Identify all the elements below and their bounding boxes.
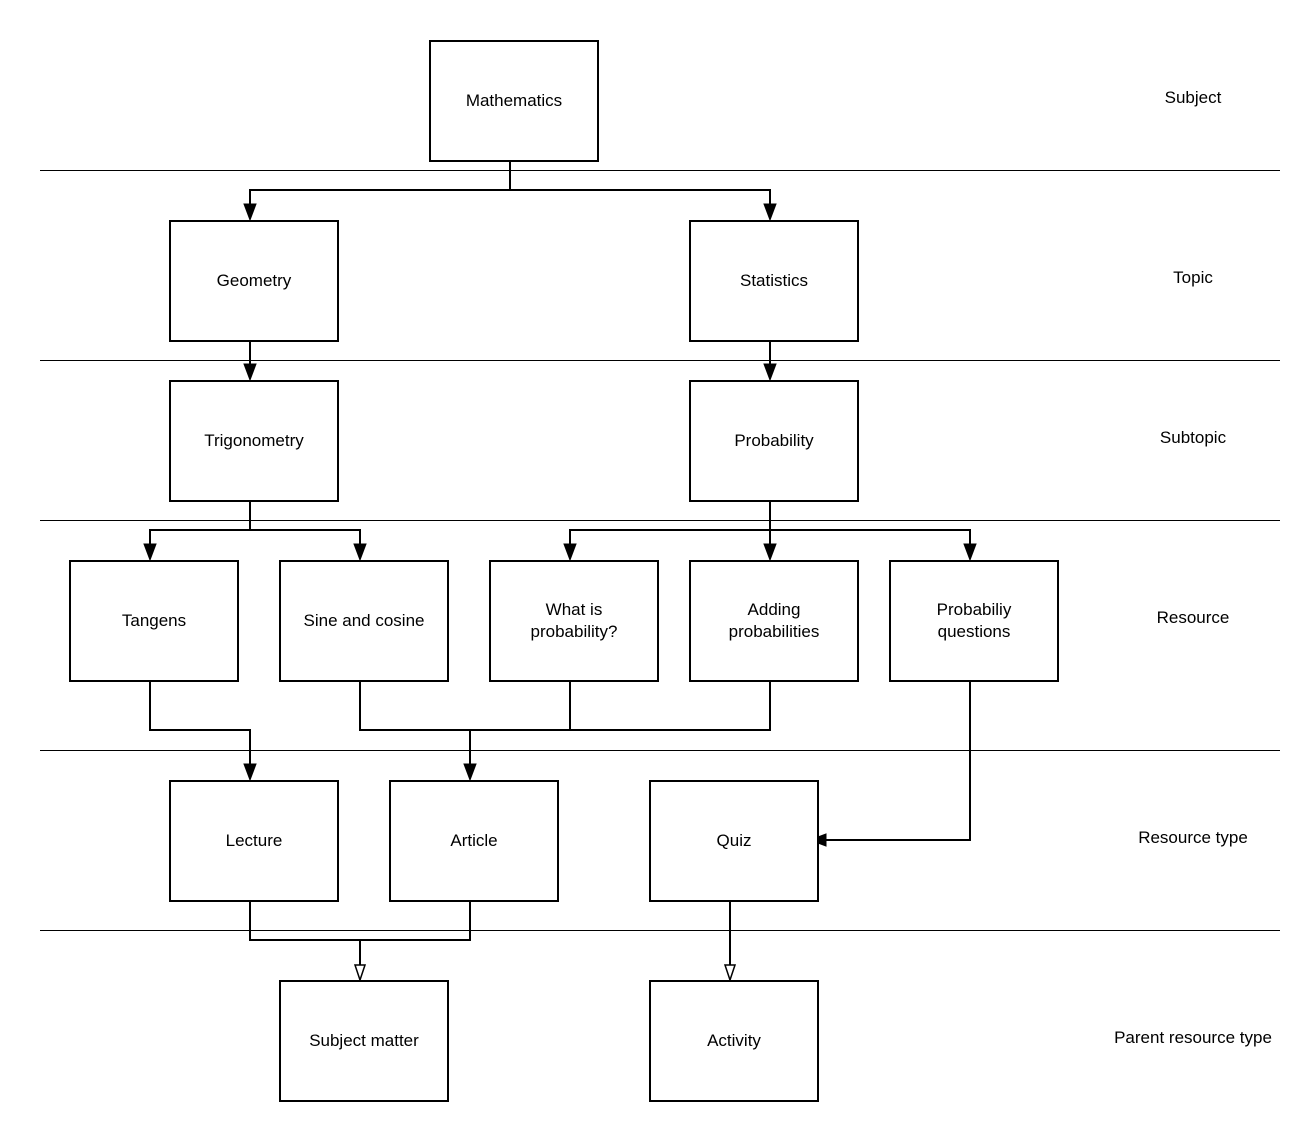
node-probability: Probability	[689, 380, 859, 502]
edge-mathematics-geometry	[249, 160, 511, 205]
node-probabiliy-questions: Probabiliy questions	[889, 560, 1059, 682]
node-label: Statistics	[739, 271, 809, 290]
node-label: Article	[450, 831, 498, 850]
arrowhead-hollow	[353, 964, 367, 983]
level-label-parent-resource-type: Parent resource type	[1114, 1028, 1272, 1047]
level-separator	[40, 930, 1280, 931]
edge-sine-cosine-article	[359, 680, 771, 731]
arrowhead	[963, 543, 977, 562]
node-label: Quiz	[716, 831, 752, 850]
arrowhead	[243, 763, 257, 782]
node-trigonometry: Trigonometry	[169, 380, 339, 502]
node-mathematics: Mathematics	[429, 40, 599, 162]
node-lecture: Lecture	[169, 780, 339, 902]
edge-questions-quiz	[826, 680, 971, 841]
arrowhead	[763, 203, 777, 222]
node-label: Sine and cosine	[303, 611, 425, 630]
node-adding-probabilities: Adding probabilities	[689, 560, 859, 682]
level-label-subtopic: Subtopic	[1159, 428, 1227, 447]
edge-probability-what-is	[569, 500, 771, 545]
node-label: Trigonometry	[204, 431, 304, 450]
node-subject-matter: Subject matter	[279, 980, 449, 1102]
node-label: Lecture	[225, 831, 283, 850]
level-label-topic: Topic	[1173, 268, 1213, 287]
node-label: Mathematics	[465, 91, 563, 110]
edge-trigonometry-tangens	[149, 500, 251, 545]
node-label: Geometry	[216, 271, 292, 290]
node-geometry: Geometry	[169, 220, 339, 342]
node-activity: Activity	[649, 980, 819, 1102]
level-label-resource-type: Resource type	[1138, 828, 1248, 847]
level-label-subject: Subject	[1164, 88, 1222, 107]
node-label: Adding probabilities	[728, 600, 820, 641]
node-label: Probabiliy questions	[936, 600, 1012, 641]
edge-mathematics-statistics	[510, 189, 771, 205]
node-label: Activity	[707, 1031, 761, 1050]
node-quiz: Quiz	[649, 780, 819, 902]
node-label: Tangens	[121, 611, 187, 630]
level-separator	[40, 520, 1280, 521]
node-sine-and-cosine: Sine and cosine	[279, 560, 449, 682]
node-label: Subject matter	[309, 1031, 419, 1050]
level-separator	[40, 750, 1280, 751]
level-separator	[40, 360, 1280, 361]
node-article: Article	[389, 780, 559, 902]
level-separator	[40, 170, 1280, 171]
arrowhead	[563, 543, 577, 562]
node-statistics: Statistics	[689, 220, 859, 342]
node-what-is-probability: What is probability?	[489, 560, 659, 682]
node-tangens: Tangens	[69, 560, 239, 682]
edge-trigonometry-sine-cosine	[250, 529, 361, 545]
level-label-resource: Resource	[1156, 608, 1230, 627]
arrowhead	[763, 543, 777, 562]
node-label: Probability	[734, 431, 814, 450]
arrowhead-hollow	[723, 964, 737, 983]
edge-tangens-lecture	[149, 680, 251, 765]
arrowhead	[353, 543, 367, 562]
arrowhead	[143, 543, 157, 562]
arrowhead	[763, 363, 777, 382]
arrowhead	[463, 763, 477, 782]
node-label: What is probability?	[530, 600, 618, 641]
edge-lecture-subject-matter	[249, 900, 471, 941]
arrowhead	[243, 363, 257, 382]
arrowhead	[243, 203, 257, 222]
edge-probability-questions	[770, 529, 971, 545]
